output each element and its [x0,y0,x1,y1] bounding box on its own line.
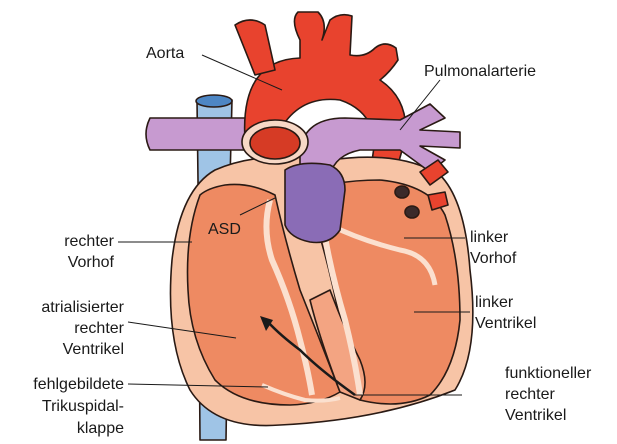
aortic-ring-inner [250,127,300,159]
label-atrialisierter-1: atrialisierter [41,299,124,316]
aortic-branch-left [235,20,275,75]
label-trikuspidal-3: klappe [77,420,124,437]
label-linker-ventrikel-2: Ventrikel [475,315,536,332]
label-funktioneller-3: Ventrikel [505,407,566,424]
label-linker-ventrikel-1: linker [475,294,514,311]
label-linker-vorhof-1: linker [470,229,509,246]
label-trikuspidal-2: Trikuspidal- [42,398,124,415]
pulmonary-vein-icon [285,163,345,242]
vein-opening-2 [405,206,419,218]
label-rechter-vorhof-1: rechter [64,233,114,250]
label-trikuspidal-1: fehlgebildete [33,376,124,393]
label-asd: ASD [208,221,241,238]
label-funktioneller-2: rechter [505,386,555,403]
label-aorta: Aorta [146,45,184,62]
label-pulmonalarterie: Pulmonalarterie [424,63,536,80]
label-atrialisierter-3: Ventrikel [63,341,124,358]
label-atrialisierter-2: rechter [74,320,124,337]
vein-opening-1 [395,186,409,198]
label-rechter-vorhof-2: Vorhof [68,254,115,271]
label-linker-vorhof-2: Vorhof [470,250,517,267]
pulmonary-branch-left [146,118,250,150]
vena-cava-opening [196,95,232,107]
label-funktioneller-1: funktioneller [505,365,592,382]
